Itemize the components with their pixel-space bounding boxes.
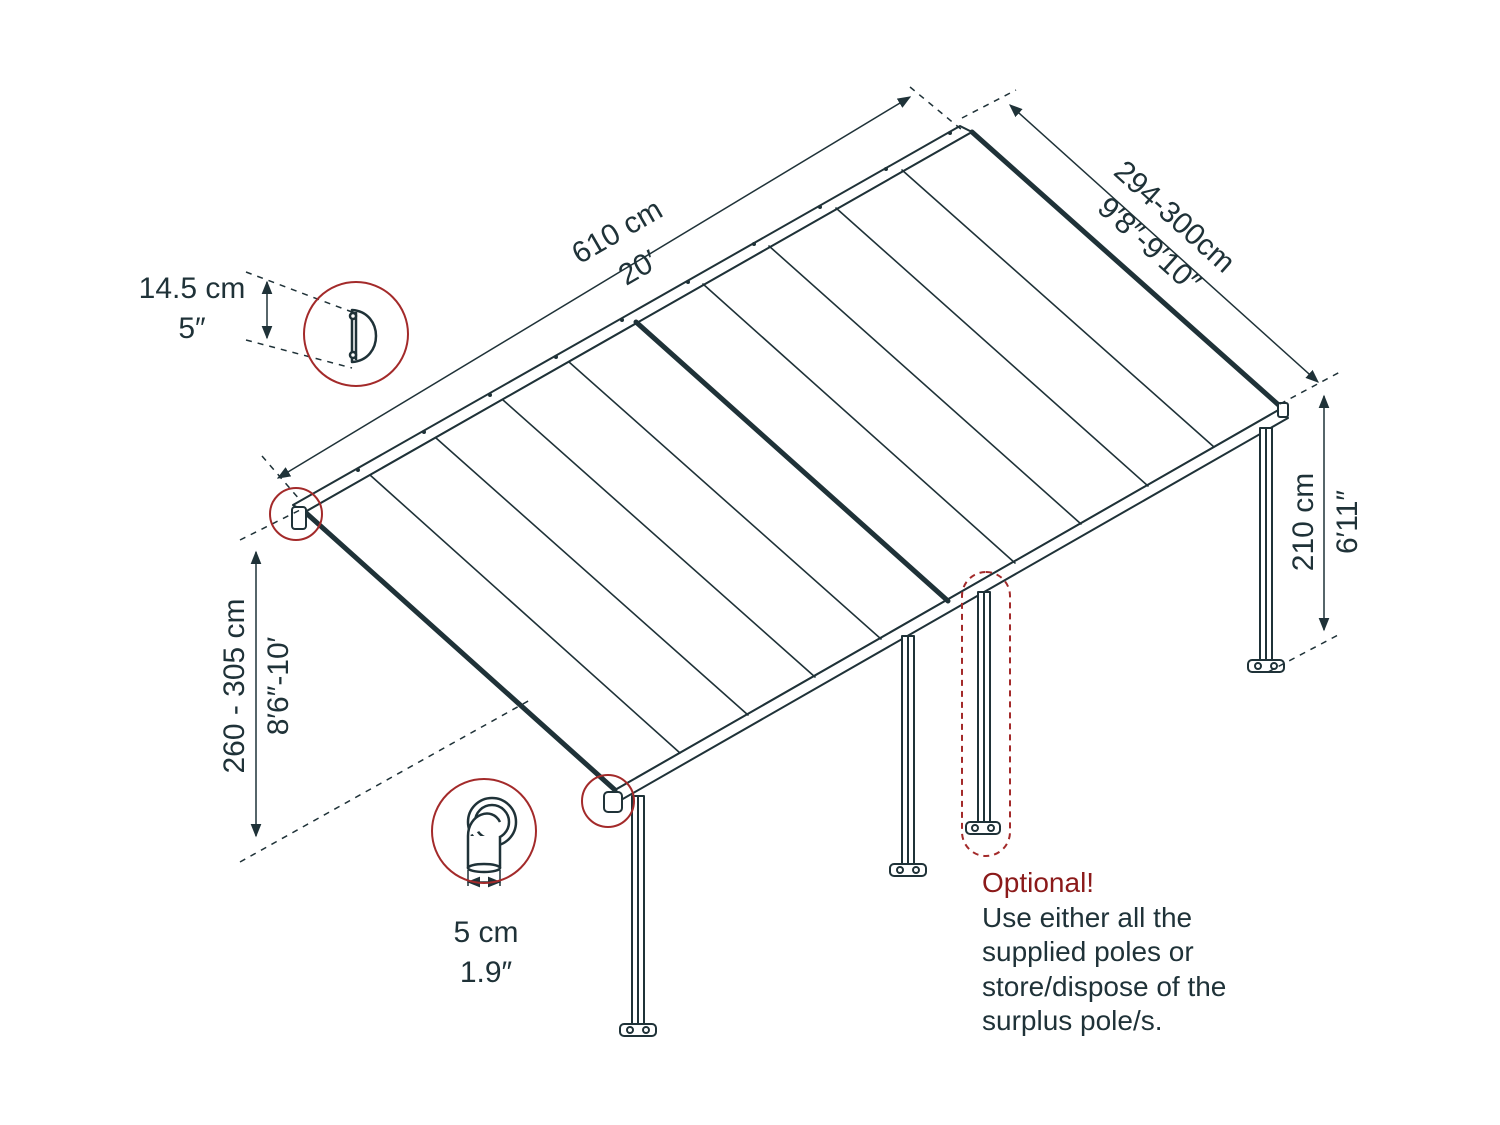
highlight-circles (269, 281, 635, 884)
optional-note-title: Optional! (982, 867, 1095, 898)
dim-gutter-metric: 14.5 cm (139, 272, 246, 305)
optional-note-line-2: supplied poles or (982, 936, 1194, 967)
optional-pole-highlight (961, 571, 1011, 857)
dim-gutter-imperial: 5″ (178, 312, 206, 345)
pole-front-left (619, 795, 657, 1037)
dim-length-imperial: 20′ (613, 244, 664, 292)
optional-note: Optional! Use either all the supplied po… (982, 866, 1342, 1039)
pole-optional (965, 591, 1001, 835)
pole-front-middle (889, 635, 927, 877)
downpipe-corner-highlight (581, 774, 635, 828)
gutter-profile-icon (348, 308, 378, 364)
downpipe-detail-circle (431, 778, 537, 884)
poles (619, 427, 1285, 1037)
dim-front-height: 260 - 305 cm 8′6″-10′ (218, 598, 295, 773)
dim-back-height-imperial: 6′11″ (1331, 490, 1364, 554)
optional-note-line-4: surplus pole/s. (982, 1005, 1163, 1036)
dim-back-height: 210 cm 6′11″ (1287, 473, 1364, 571)
optional-note-line-1: Use either all the (982, 901, 1193, 933)
dim-downpipe-metric: 5 cm (453, 916, 518, 949)
gutter-corner-highlight (269, 487, 323, 541)
dim-downpipe-imperial: 1.9″ (460, 956, 513, 989)
dimension-lines (239, 86, 1341, 888)
dim-front-height-imperial: 8′6″-10′ (262, 636, 295, 735)
dim-gutter: 14.5 cm 5″ (139, 272, 246, 345)
downpipe-icon (466, 796, 518, 874)
gutter-detail-circle (303, 281, 409, 387)
pole-front-right (1247, 427, 1285, 673)
optional-note-line-3: store/dispose of the (982, 970, 1227, 1002)
dim-downpipe: 5 cm 1.9″ (453, 916, 518, 989)
left-side-rail (302, 509, 618, 793)
dim-back-height-metric: 210 cm (1287, 473, 1320, 571)
dim-front-height-metric: 260 - 305 cm (218, 598, 251, 773)
